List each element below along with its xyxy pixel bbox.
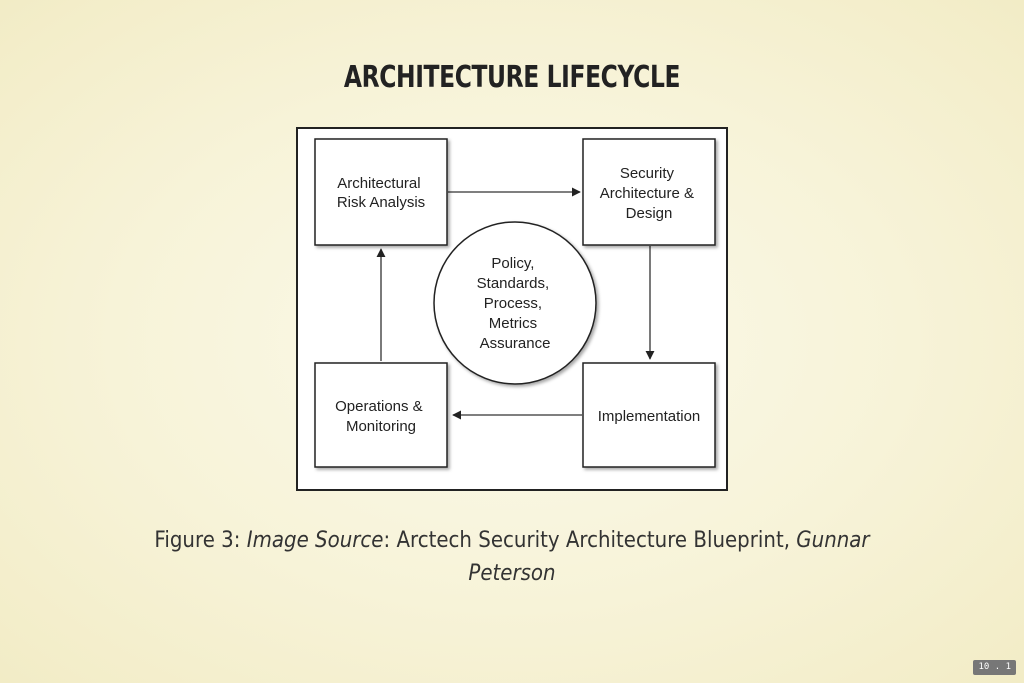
lifecycle-diagram-canvas: Architectural Risk Analysis Security Arc…: [314, 138, 716, 468]
node-center-line-2: Standards,: [477, 275, 550, 292]
slide-number: 10 . 1: [973, 660, 1016, 675]
caption-author-first: Gunnar: [796, 528, 870, 553]
node-risk-analysis-label: Architectural Risk Analysis: [337, 175, 425, 211]
node-security-design-line-1: Security: [620, 165, 675, 182]
node-operations-label: Operations & Monitoring: [335, 398, 427, 435]
lifecycle-diagram: Architectural Risk Analysis Security Arc…: [296, 127, 728, 491]
node-security-design-label: Security Architecture & Design: [600, 165, 698, 222]
caption-author-last: Peterson: [468, 561, 556, 586]
caption-prefix: Figure 3:: [154, 528, 247, 553]
figure-caption: Figure 3: Image Source: Arctech Security…: [152, 524, 872, 590]
node-center-label: Policy, Standards, Process, Metrics Assu…: [477, 255, 554, 352]
node-security-design-line-3: Design: [626, 205, 673, 222]
node-implementation-label: Implementation: [598, 408, 701, 425]
node-operations-line-1: Operations &: [335, 398, 423, 415]
node-center-line-1: Policy,: [491, 255, 534, 272]
node-risk-analysis-line-2: Risk Analysis: [337, 194, 425, 211]
node-center: Policy, Standards, Process, Metrics Assu…: [433, 221, 597, 385]
caption-source-label: Image Source: [246, 528, 384, 553]
node-security-design-line-2: Architecture &: [600, 185, 694, 202]
node-security-design: Security Architecture & Design: [582, 138, 716, 246]
node-risk-analysis-line-1: Architectural: [337, 175, 420, 192]
node-implementation: Implementation: [582, 362, 716, 468]
node-implementation-line-1: Implementation: [598, 408, 701, 425]
caption-source-text: : Arctech Security Architecture Blueprin…: [383, 528, 797, 553]
node-center-line-3: Process,: [484, 295, 542, 312]
node-center-line-4: Metrics: [489, 315, 537, 332]
node-center-line-5: Assurance: [480, 335, 551, 352]
node-operations: Operations & Monitoring: [314, 362, 448, 468]
node-operations-line-2: Monitoring: [346, 418, 416, 435]
node-risk-analysis: Architectural Risk Analysis: [314, 138, 448, 246]
slide-title: ARCHITECTURE LIFECYCLE: [343, 60, 681, 95]
